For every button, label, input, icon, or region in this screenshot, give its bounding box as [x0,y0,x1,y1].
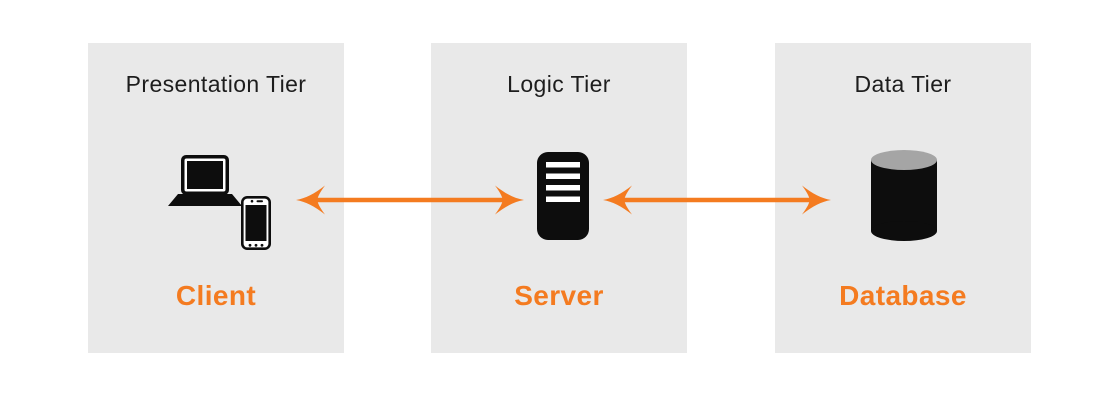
server-tower-icon [537,152,589,245]
tier-title-logic: Logic Tier [507,71,611,97]
tier-title-data: Data Tier [854,71,952,97]
server-database-bidirectional-arrow [603,185,831,215]
tier-label-server: Server [514,280,604,311]
database-cylinder-icon [871,150,937,247]
tier-panel-data: Data Tier Database [775,43,1031,353]
tier-title-presentation: Presentation Tier [125,71,307,97]
client-server-bidirectional-arrow [296,185,524,215]
tier-label-database: Database [839,280,967,311]
smartphone-icon [240,195,271,255]
laptop-icon [168,155,242,214]
tier-panel-presentation: Presentation Tier Client [88,43,344,353]
tier-label-client: Client [175,280,257,311]
